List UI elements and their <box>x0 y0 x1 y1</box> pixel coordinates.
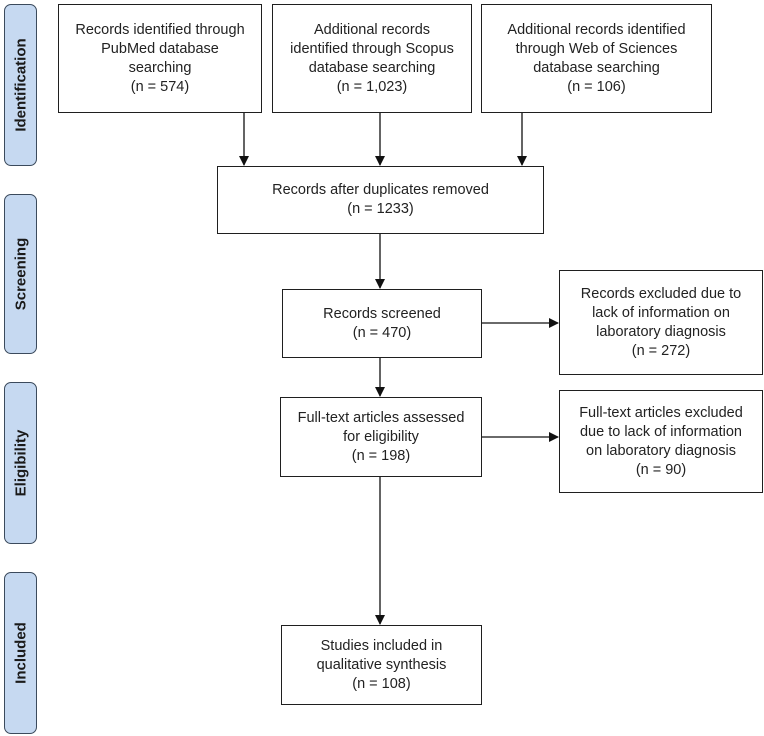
stage-eligibility: Eligibility <box>4 382 37 544</box>
duplicates-removed-box: Records after duplicates removed (n = 12… <box>217 166 544 234</box>
records-screened-box: Records screened (n = 470) <box>282 289 482 358</box>
scopus-records-box: Additional records identified through Sc… <box>272 4 472 113</box>
pubmed-records-box: Records identified through PubMed databa… <box>58 4 262 113</box>
stage-included: Included <box>4 572 37 734</box>
records-excluded-box: Records excluded due to lack of informat… <box>559 270 763 375</box>
stage-screening: Screening <box>4 194 37 354</box>
fulltext-excluded-box: Full-text articles excluded due to lack … <box>559 390 763 493</box>
wos-records-box: Additional records identified through We… <box>481 4 712 113</box>
studies-included-box: Studies included in qualitative synthesi… <box>281 625 482 705</box>
fulltext-assessed-box: Full-text articles assessed for eligibil… <box>280 397 482 477</box>
stage-identification: Identification <box>4 4 37 166</box>
